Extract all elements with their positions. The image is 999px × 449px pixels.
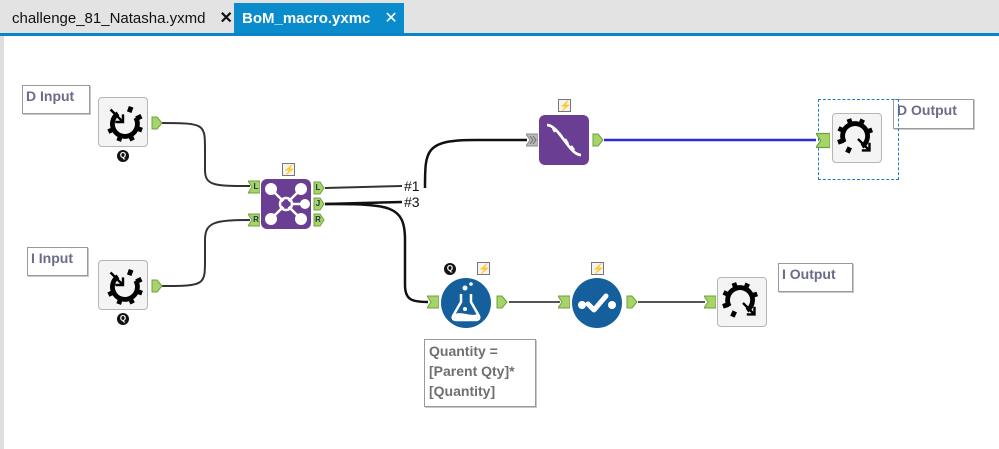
q-badge-icon: Q <box>444 263 456 275</box>
formula-line-1: Quantity = <box>429 343 498 359</box>
join-output-anchor-right[interactable] <box>313 213 325 227</box>
wire-to-dynamic-rename[interactable] <box>423 138 527 189</box>
select-output-anchor[interactable] <box>626 295 638 309</box>
tab-label: BoM_macro.yxmc <box>242 9 371 27</box>
macro-output-icon <box>722 282 759 318</box>
formula-output-anchor[interactable] <box>496 295 508 309</box>
tab-bar: challenge_81_Natasha.yxmd ✕ BoM_macro.yx… <box>0 0 999 36</box>
join-output-anchor-join[interactable] <box>313 197 325 211</box>
dynamic-output-anchor[interactable] <box>592 133 604 147</box>
tool-select[interactable] <box>572 278 622 328</box>
wire-to-formula[interactable] <box>324 202 429 304</box>
join-output-anchor-left[interactable] <box>313 181 325 195</box>
q-badge-icon: Q <box>117 313 129 325</box>
formula-line-2: [Parent Qty]* <box>429 363 515 379</box>
formula-input-anchor[interactable] <box>427 295 439 309</box>
annotation-i-input: I Input <box>27 247 88 276</box>
i-output-input-anchor[interactable] <box>704 295 716 309</box>
annotation-d-output: D Output <box>893 99 974 129</box>
anchor-label: R <box>315 215 321 224</box>
annotation-i-output: I Output <box>778 263 853 292</box>
selection-box <box>818 99 899 180</box>
join-input-anchor-right[interactable] <box>248 213 260 227</box>
wire-join-left-out[interactable] <box>324 185 403 189</box>
flask-icon <box>451 282 481 322</box>
tab-label: challenge_81_Natasha.yxmd <box>12 9 206 27</box>
tool-dynamic-rename[interactable] <box>539 115 589 165</box>
macro-input-icon <box>107 105 143 142</box>
wire-d-input-to-join[interactable] <box>161 122 251 187</box>
dynamic-input-anchor[interactable] <box>526 133 538 147</box>
q-badge-icon: Q <box>117 150 129 162</box>
dna-icon <box>546 123 582 157</box>
anchor-label: L <box>315 183 321 192</box>
tool-i-input[interactable] <box>98 260 148 310</box>
tool-i-output[interactable] <box>717 277 767 327</box>
d-output-input-anchor[interactable] <box>816 132 830 149</box>
output-anchor[interactable] <box>151 116 163 130</box>
tab-bom-macro[interactable]: BoM_macro.yxmc ✕ <box>234 3 404 33</box>
lightning-badge-icon: ⚡ <box>282 163 296 176</box>
wire-i-input-to-join[interactable] <box>161 219 251 287</box>
checkmark-icon <box>578 293 616 313</box>
tab-challenge-workflow[interactable]: challenge_81_Natasha.yxmd ✕ <box>4 3 234 33</box>
macro-output-icon <box>837 118 874 154</box>
annotation-d-input: D Input <box>22 85 90 114</box>
tool-formula[interactable] <box>441 278 491 328</box>
lightning-badge-icon: ⚡ <box>591 262 605 275</box>
annotation-formula: Quantity = [Parent Qty]* [Quantity] <box>424 339 536 407</box>
wire-label-1: #1 <box>404 178 420 194</box>
join-input-anchor-left[interactable] <box>248 180 260 194</box>
anchor-label: J <box>315 199 321 208</box>
formula-line-3: [Quantity] <box>429 383 496 399</box>
anchor-label: L <box>253 182 259 191</box>
join-icon <box>265 183 310 225</box>
close-icon[interactable]: ✕ <box>384 10 398 27</box>
canvas-left-border <box>0 36 4 449</box>
lightning-badge-icon: ⚡ <box>477 262 491 275</box>
tool-join[interactable] <box>261 179 311 229</box>
wire-label-3: #3 <box>404 194 420 210</box>
select-input-anchor[interactable] <box>558 295 570 309</box>
anchor-label: R <box>253 215 259 224</box>
macro-input-icon <box>107 268 143 305</box>
lightning-badge-icon: ⚡ <box>558 99 572 112</box>
tool-d-input[interactable] <box>98 97 148 147</box>
output-anchor[interactable] <box>151 279 163 293</box>
close-icon[interactable]: ✕ <box>219 10 233 27</box>
tool-d-output[interactable] <box>832 113 882 163</box>
